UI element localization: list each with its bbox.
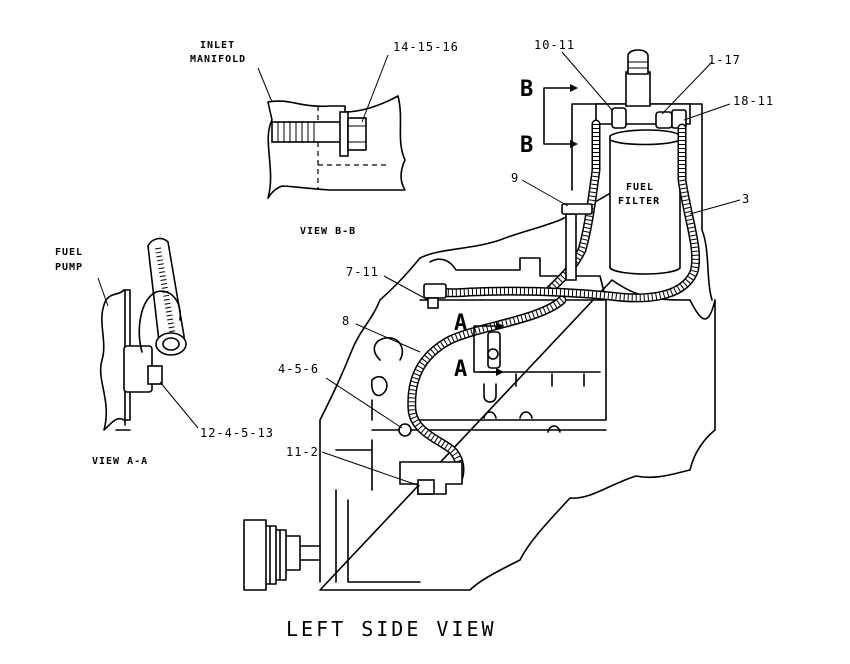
inlet-manifold-outline: [267, 95, 406, 199]
diagram-title: LEFT SIDE VIEW: [286, 617, 497, 641]
bolt-4-5-6: [398, 423, 412, 437]
pulley-shaft: [299, 545, 321, 561]
filter-top-rim: [609, 139, 681, 146]
engine-left-side-view: FUEL FILTER: [243, 38, 774, 591]
section-a-label-top: A: [454, 311, 470, 336]
leader-10-11: [561, 51, 613, 111]
crankcase-detail: [370, 337, 404, 421]
caption-view-a-a: VIEW A-A: [92, 456, 148, 467]
clip-bolt-head: [147, 365, 163, 385]
head-bolt-bosses: [483, 411, 561, 433]
primer-pump-body: [625, 71, 651, 107]
fitting-7-11: [423, 283, 447, 299]
section-b-arrowhead-top: [570, 84, 578, 92]
fuel-hose-inlet-fill: [547, 121, 599, 293]
fuel-pump-fitting-nut: [417, 479, 435, 495]
engine-block-outline: [319, 185, 716, 591]
callout-10-11: 10-11: [534, 38, 575, 52]
section-a-arrow-line: [473, 325, 497, 373]
crank-pulley: [243, 519, 301, 591]
fitting-7-11-nut: [427, 297, 439, 309]
callout-12-4-5-13: 12-4-5-13: [200, 426, 274, 440]
cylinder-head: [419, 299, 607, 421]
fitting-inlet: [611, 107, 627, 129]
view-b-b-detail: INLET MANIFOLD 14-15-16 VIEW B-B: [190, 40, 459, 237]
bolt-head-facets: [348, 125, 366, 143]
callout-11-2: 11-2: [286, 445, 319, 459]
leader-14-15-16: [361, 54, 389, 123]
callout-8: 8: [342, 314, 350, 328]
leader-18-11: [683, 103, 731, 121]
fitting-outlet: [655, 111, 673, 129]
section-b-arrow-line: [543, 87, 571, 145]
callout-1-17: 1-17: [708, 53, 741, 67]
fuel-pump-outline: [99, 289, 131, 431]
filter-label-filter: FILTER: [618, 196, 660, 207]
section-a-arrowhead-top: [496, 322, 504, 330]
fuel-filter-canister: [609, 129, 681, 275]
leader-4-5-6: [325, 377, 403, 429]
callout-7-11: 7-11: [346, 265, 379, 279]
section-b-label-top: B: [520, 77, 536, 102]
section-b-arrowhead-bottom: [570, 140, 578, 148]
leader-7-11: [383, 275, 429, 301]
leader-8: [355, 323, 421, 353]
section-a-label-bottom: A: [454, 357, 470, 382]
valve-cover-ribs: [479, 371, 601, 403]
leader-inlet-manifold: [257, 67, 273, 103]
label-manifold: MANIFOLD: [190, 54, 246, 65]
leader-9: [521, 179, 569, 207]
clip-9-band: [561, 203, 593, 215]
leader-3: [689, 199, 741, 215]
tube-end-inner: [162, 337, 180, 351]
fuel-hose-8-texture: [408, 297, 565, 482]
bolt-head: [347, 117, 367, 151]
callout-3: 3: [742, 192, 750, 206]
section-a-arrowhead-bottom: [496, 368, 504, 376]
tube-clip-loop: [138, 290, 181, 353]
tube-clip-bolt: [487, 348, 499, 360]
primer-knob-grip: [628, 61, 648, 69]
filter-bracket-area: [429, 257, 607, 301]
label-fuel: FUEL: [55, 247, 83, 258]
fuel-pump-fitting: [399, 461, 463, 495]
callout-14-15-16: 14-15-16: [393, 40, 459, 54]
filter-label-fuel: FUEL: [626, 182, 654, 193]
bolt-threads: [277, 122, 315, 142]
caption-view-b-b: VIEW B-B: [300, 226, 356, 237]
leader-1-17: [661, 61, 713, 115]
manifold-flange-hidden: [317, 106, 390, 190]
clip-9-tube: [565, 213, 577, 281]
label-inlet: INLET: [200, 40, 235, 51]
fuel-hose-3-fill: [437, 125, 699, 301]
lower-block-edge: [335, 429, 607, 583]
section-b-label-bottom: B: [520, 133, 536, 158]
callout-4-5-6: 4-5-6: [278, 362, 319, 376]
view-a-a-detail: FUEL PUMP 12-4-5-13 VIEW A-A: [55, 237, 274, 467]
callout-18-11: 18-11: [733, 94, 774, 108]
callout-9: 9: [511, 171, 519, 185]
leader-12-4-5-13: [159, 381, 199, 429]
bolt-washer: [339, 111, 349, 157]
leader-fuel-pump: [97, 277, 109, 307]
leader-11-2: [321, 451, 421, 487]
bolt-shank: [271, 121, 343, 143]
label-pump: PUMP: [55, 262, 83, 273]
